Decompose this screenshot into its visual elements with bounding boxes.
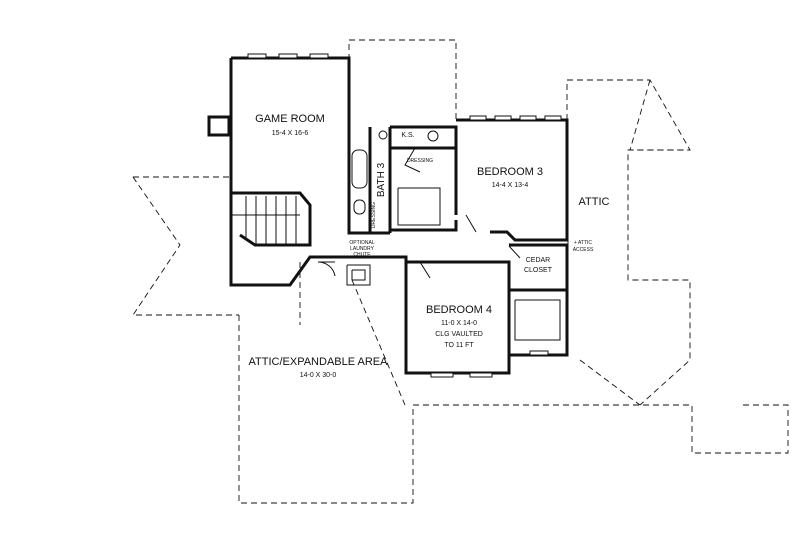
laundry-line2: LAUNDRY bbox=[350, 246, 374, 252]
bedroom3-label: BEDROOM 3 bbox=[477, 166, 543, 178]
ks-label: K.S. bbox=[401, 132, 414, 139]
attic-access-line1: + ATTIC bbox=[574, 240, 592, 246]
attic-expandable-label: ATTIC/EXPANDABLE AREA bbox=[249, 356, 389, 368]
bedroom4-note2: TO 11 FT bbox=[444, 342, 474, 349]
cedar-closet-line1: CEDAR bbox=[526, 257, 551, 264]
dressing-upper-label: DRESSING bbox=[407, 158, 433, 164]
bedroom3-size: 14-4 X 13-4 bbox=[492, 182, 529, 189]
bedroom4-walls bbox=[404, 260, 511, 378]
attic-access-line2: ACCESS bbox=[573, 247, 594, 253]
game-room-label: GAME ROOM bbox=[255, 113, 325, 125]
roof-outline-top bbox=[348, 39, 457, 120]
bedroom4-label: BEDROOM 4 bbox=[426, 304, 492, 316]
roof-outline-left bbox=[132, 176, 789, 504]
laundry-line3: CHUTE bbox=[353, 252, 371, 258]
hall-walls bbox=[317, 255, 408, 286]
cedar-closet-line2: CLOSET bbox=[524, 267, 553, 274]
chimney bbox=[207, 115, 231, 137]
bath3-walls bbox=[347, 127, 392, 235]
laundry-line1: OPTIONAL bbox=[349, 240, 375, 246]
staircase bbox=[232, 191, 312, 247]
closet-walls bbox=[508, 243, 569, 357]
bedroom3-walls bbox=[454, 115, 569, 242]
attic-label: ATTIC bbox=[579, 196, 610, 208]
dressing-side-label: DRESSING bbox=[371, 202, 377, 228]
attic-expandable-size: 14-0 X 30-0 bbox=[300, 372, 337, 379]
roof-outline-right bbox=[566, 79, 691, 406]
bedroom4-size: 11-0 X 14-0 bbox=[441, 320, 477, 327]
game-room-size: 15-4 X 16-6 bbox=[272, 130, 309, 137]
bedroom4-note1: CLG VAULTED bbox=[435, 331, 483, 338]
bath3-label: BATH 3 bbox=[376, 162, 387, 197]
game-room-walls bbox=[229, 53, 351, 287]
dressing-ks-walls bbox=[390, 125, 458, 232]
